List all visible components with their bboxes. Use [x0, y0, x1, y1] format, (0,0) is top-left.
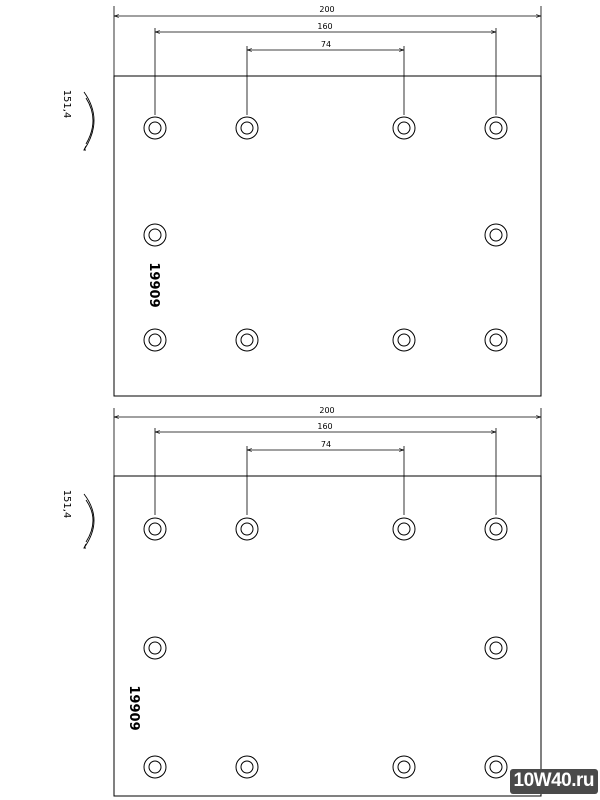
rivet-hole [392, 755, 416, 779]
mounting-holes [143, 116, 508, 352]
rivet-hole [484, 223, 508, 247]
pad-outline [113, 475, 542, 797]
radius-label: 151,4 [61, 90, 72, 119]
brake-pad-drawing-1: 200 160 74 151,4 [61, 5, 542, 397]
radius-indicator: 151,4 [61, 490, 95, 549]
dim-label-inner-holes: 74 [321, 40, 331, 49]
rivet-hole [235, 116, 259, 140]
rivet-hole [484, 328, 508, 352]
dim-label-inner-holes: 74 [321, 440, 331, 449]
dim-label-overall-width: 200 [319, 5, 334, 14]
rivet-hole [392, 517, 416, 541]
dimension-inner-holes: 74 [246, 440, 405, 515]
part-number: 19909 [146, 262, 161, 307]
dimension-overall-width: 200 [113, 5, 542, 76]
brake-pad-drawing-2: 200 160 74 151,4 [61, 406, 542, 797]
rivet-hole [235, 328, 259, 352]
rivet-hole [235, 517, 259, 541]
radius-label: 151,4 [61, 490, 72, 519]
rivet-hole [392, 328, 416, 352]
dim-label-outer-holes: 160 [317, 22, 332, 31]
pad-outline [113, 75, 542, 397]
part-number: 19909 [126, 685, 141, 730]
rivet-hole [143, 636, 167, 660]
rivet-hole [143, 116, 167, 140]
dimension-inner-holes: 74 [246, 40, 405, 115]
radius-indicator: 151,4 [61, 90, 95, 151]
rivet-hole [484, 755, 508, 779]
dimension-outer-holes: 160 [154, 422, 497, 515]
rivet-hole [143, 517, 167, 541]
rivet-hole [143, 755, 167, 779]
rivet-hole [392, 116, 416, 140]
rivet-hole [143, 223, 167, 247]
rivet-hole [484, 116, 508, 140]
rivet-hole [484, 517, 508, 541]
mounting-holes [143, 517, 508, 779]
site-watermark: 10W40.ru [509, 769, 598, 794]
rivet-hole [235, 755, 259, 779]
dimension-overall-width: 200 [113, 406, 542, 476]
dim-label-overall-width: 200 [319, 406, 334, 415]
dimension-outer-holes: 160 [154, 22, 497, 115]
rivet-hole [484, 636, 508, 660]
rivet-hole [143, 328, 167, 352]
dim-label-outer-holes: 160 [317, 422, 332, 431]
